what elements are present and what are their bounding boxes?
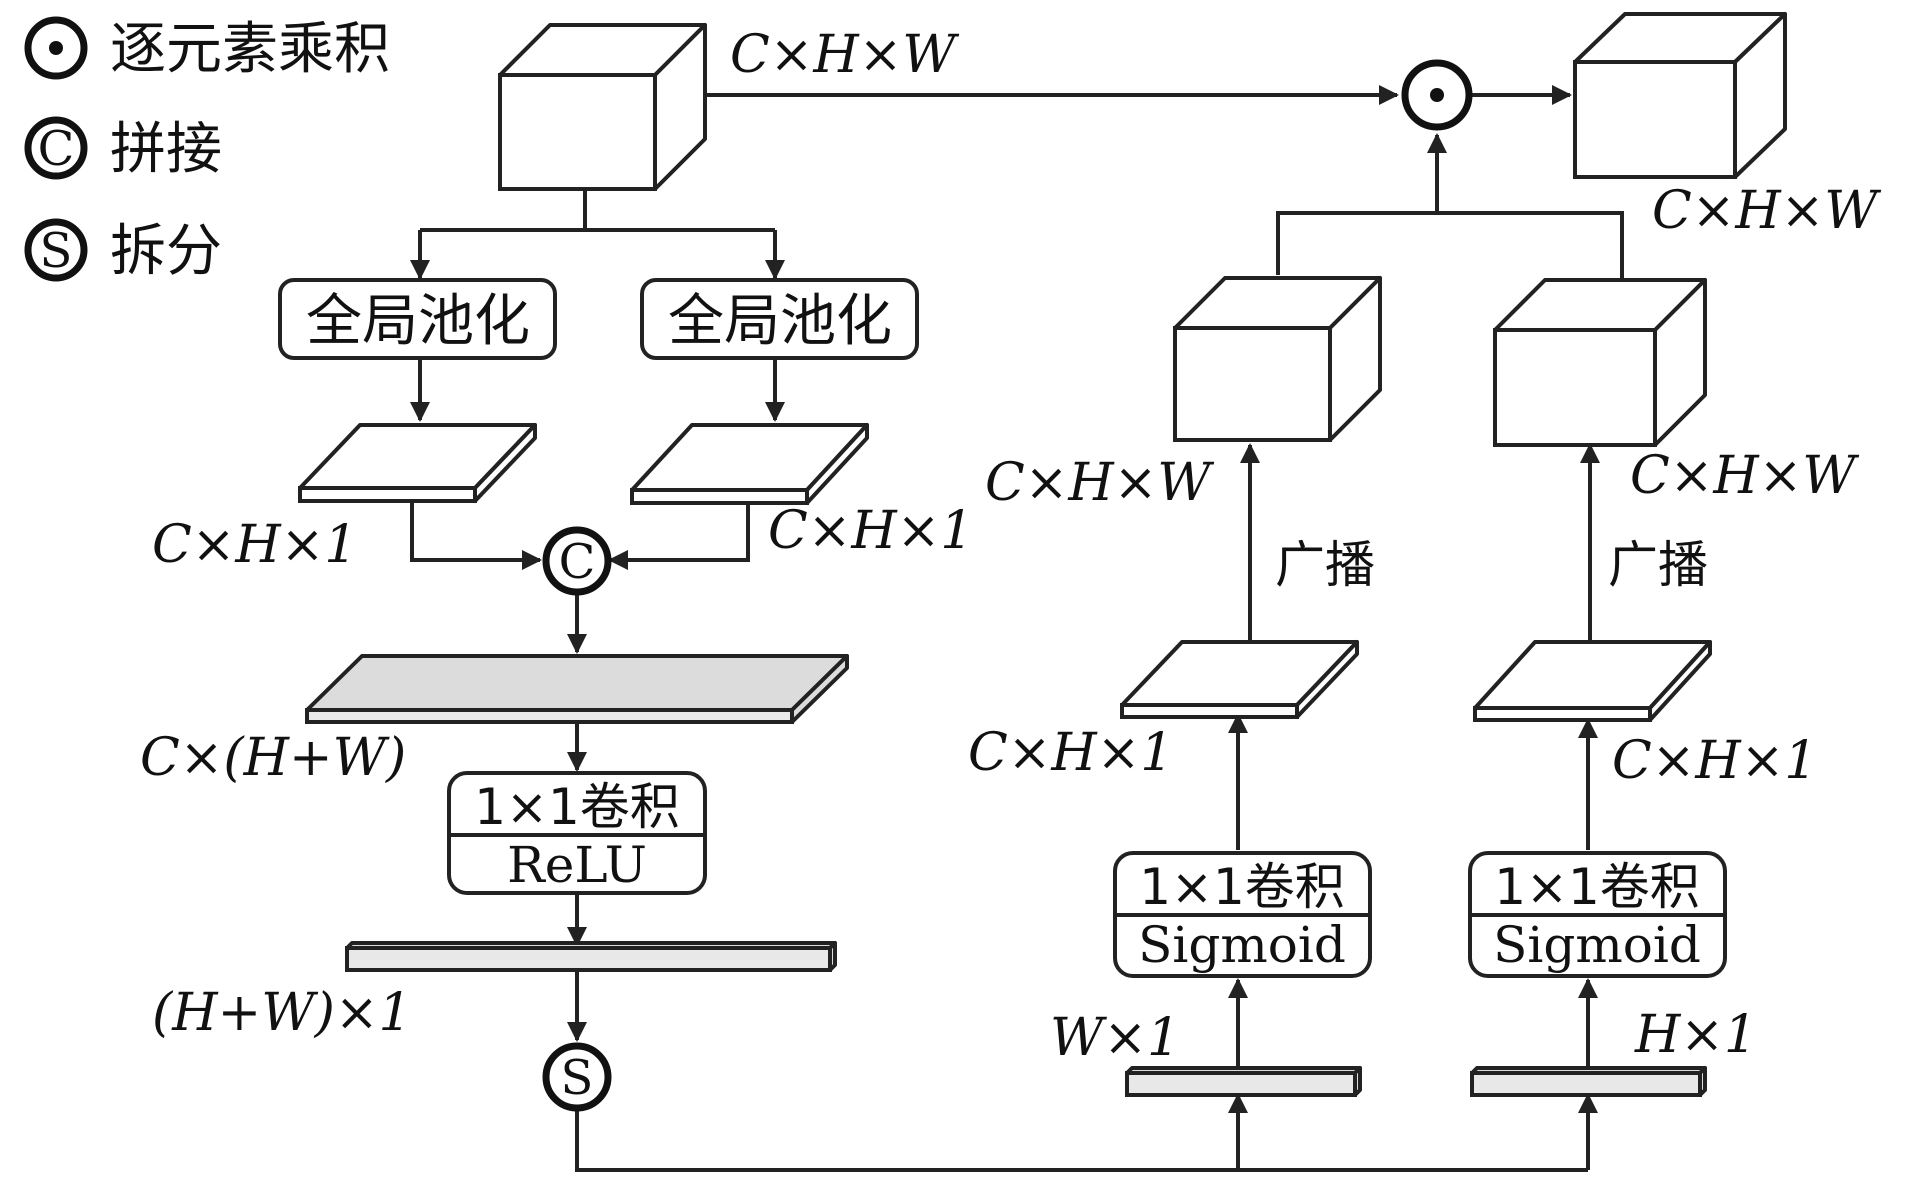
sig-w-slab <box>1120 640 1359 719</box>
sig-h-slab <box>1473 640 1712 722</box>
broadcast-cube-w <box>1173 276 1382 442</box>
concat-icon <box>24 116 88 180</box>
split-icon <box>24 218 88 282</box>
label-broadcast-h: 广播 <box>1608 536 1708 594</box>
conv-relu-top-label: 1×1卷积 <box>474 778 680 836</box>
dimension-labels: C×H×W C×H×W C×H×1 C×H×1 C×(H+W) (H+W)×1 … <box>140 25 1881 1068</box>
output-cube <box>1573 12 1787 179</box>
legend-label-concat: 拼接 <box>110 117 222 182</box>
label-bcast-h-dims: C×H×W <box>1630 446 1859 506</box>
label-concat-dims: C×(H+W) <box>140 728 406 788</box>
label-pool-right-dims: C×H×1 <box>768 501 973 561</box>
conv-sigmoid-h-top-label: 1×1卷积 <box>1494 858 1700 916</box>
concat-node-icon <box>542 526 612 596</box>
legend-label-split: 拆分 <box>110 219 222 284</box>
concat-icon-letter: C <box>38 121 75 177</box>
split-h-thin-slab <box>1470 1066 1707 1097</box>
label-input-dims: C×H×W <box>730 25 959 85</box>
label-broadcast-w: 广播 <box>1275 536 1375 594</box>
broadcast-cube-h <box>1493 278 1707 447</box>
concat-node-letter: C <box>559 534 596 590</box>
split-node-letter: S <box>561 1050 594 1106</box>
conv-sigmoid-w-bottom-label: Sigmoid <box>1138 916 1346 974</box>
input-cube <box>498 23 707 191</box>
conv-sigmoid-h-bottom-label: Sigmoid <box>1493 916 1701 974</box>
label-bcast-w-dims: C×H×W <box>985 453 1214 513</box>
legend-label-product: 逐元素乘积 <box>110 17 390 82</box>
elementwise-multiply-node <box>1401 59 1473 131</box>
pool-right-slab <box>630 423 869 505</box>
global-pool-left: 全局池化 <box>278 278 557 360</box>
edge-input-branch <box>420 189 775 232</box>
global-pool-right-label: 全局池化 <box>668 289 892 354</box>
legend-item-split: S 拆分 <box>24 218 222 284</box>
label-split-w-dims: W×1 <box>1050 1008 1180 1068</box>
multiply-icon-dot <box>49 41 63 55</box>
label-output-dims: C×H×W <box>1652 181 1881 241</box>
conv-relu-bottom-label: ReLU <box>507 836 647 894</box>
global-pool-right: 全局池化 <box>640 278 919 360</box>
legend: 逐元素乘积 C 拼接 S 拆分 <box>24 16 390 284</box>
label-sig-w-dims: C×H×1 <box>968 723 1173 783</box>
concat-node: C <box>542 526 612 596</box>
edge-slab-right-to-concat <box>608 505 750 570</box>
conv-relu-block: 1×1卷积 ReLU <box>447 771 707 895</box>
label-sig-h-dims: C×H×1 <box>1612 731 1817 791</box>
global-pool-left-label: 全局池化 <box>306 289 530 354</box>
edge-cubes-merge <box>1276 211 1624 280</box>
label-pool-left-dims: C×H×1 <box>152 515 357 575</box>
relu-thin-slab <box>345 941 837 972</box>
edge-slab-left-to-concat <box>410 500 542 570</box>
edges <box>410 85 1624 1172</box>
concat-long-slab <box>305 654 849 724</box>
split-icon-letter: S <box>40 223 73 279</box>
split-node: S <box>542 1042 612 1112</box>
edge-split-bus <box>575 1110 1588 1172</box>
label-split-h-dims: H×1 <box>1634 1005 1757 1065</box>
split-w-thin-slab <box>1125 1066 1362 1097</box>
split-node-icon <box>542 1042 612 1112</box>
conv-sigmoid-w-top-label: 1×1卷积 <box>1139 858 1345 916</box>
pool-left-slab <box>298 423 537 503</box>
legend-item-elementwise-product: 逐元素乘积 <box>24 16 390 82</box>
legend-item-concat: C 拼接 <box>24 116 222 182</box>
conv-sigmoid-w-block: 1×1卷积 Sigmoid <box>1113 851 1372 978</box>
conv-sigmoid-h-block: 1×1卷积 Sigmoid <box>1468 851 1727 978</box>
label-relu-dims: (H+W)×1 <box>152 983 412 1043</box>
